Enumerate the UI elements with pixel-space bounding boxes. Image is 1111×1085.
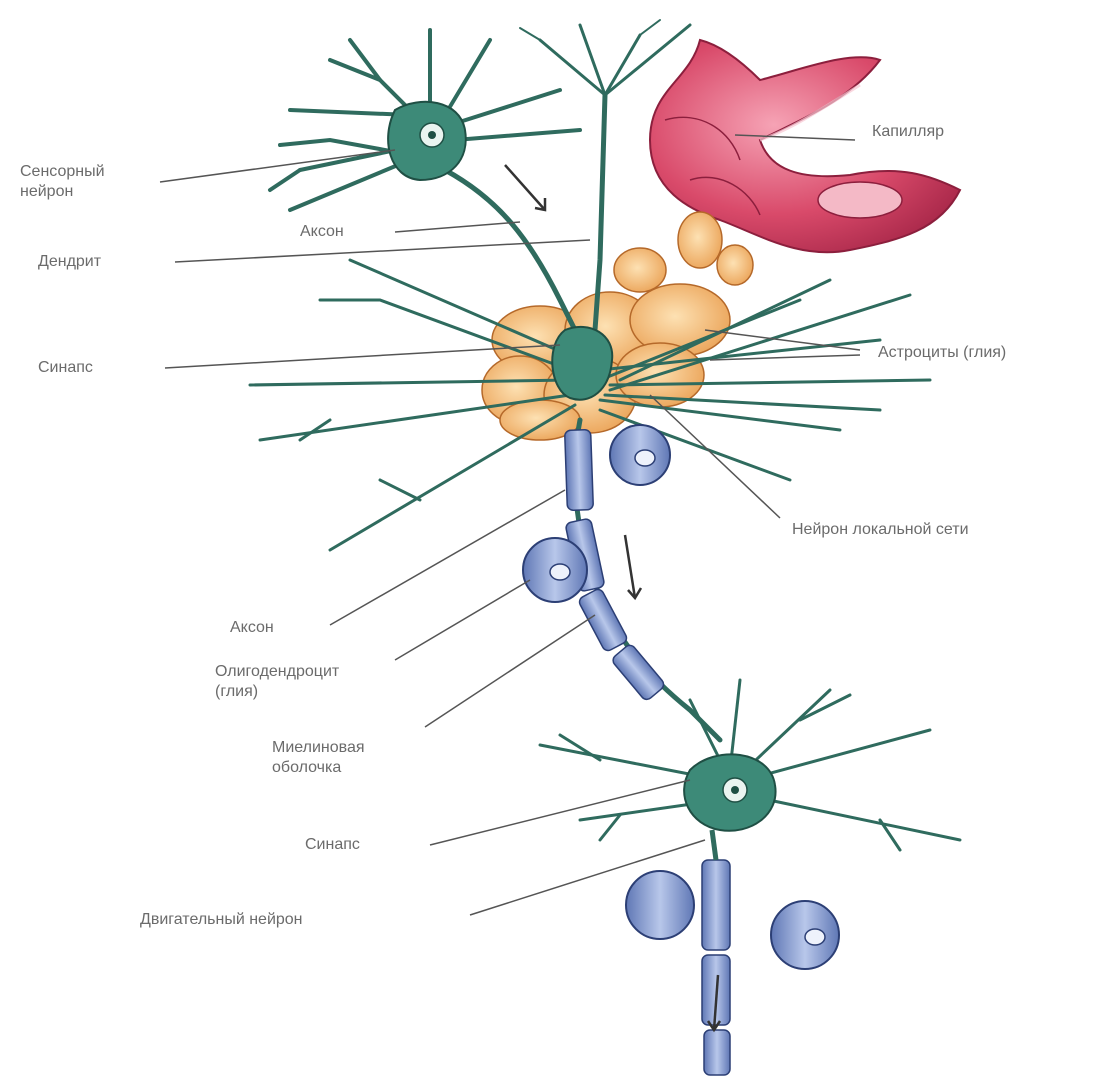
label-myelin: Миелиновая оболочка <box>272 738 365 778</box>
leader-myelin <box>425 615 595 727</box>
label-astrocytes: Астроциты (глия) <box>878 343 1006 363</box>
leader-dendrite <box>175 240 590 262</box>
label-axon-bottom: Аксон <box>230 618 274 638</box>
neuron-processes <box>250 20 960 850</box>
leader-synapse-bottom <box>430 780 690 845</box>
leader-axon-top <box>395 222 520 232</box>
label-oligodendrocyte: Олигодендроцит (глия) <box>215 662 339 702</box>
label-dendrite: Дендрит <box>38 252 101 272</box>
leader-oligodendrocyte <box>395 580 530 660</box>
astrocytes <box>482 212 753 440</box>
leader-sensory-neuron <box>160 150 395 182</box>
label-sensory-neuron: Сенсорный нейрон <box>20 162 105 202</box>
label-axon-top: Аксон <box>300 222 344 242</box>
label-capillary: Капилляр <box>872 122 944 142</box>
leader-astrocytes-1 <box>705 330 860 350</box>
label-motor-neuron: Двигательный нейрон <box>140 910 303 930</box>
label-local-neuron: Нейрон локальной сети <box>792 520 969 540</box>
label-synapse-bottom: Синапс <box>305 835 360 855</box>
label-synapse-top: Синапс <box>38 358 93 378</box>
